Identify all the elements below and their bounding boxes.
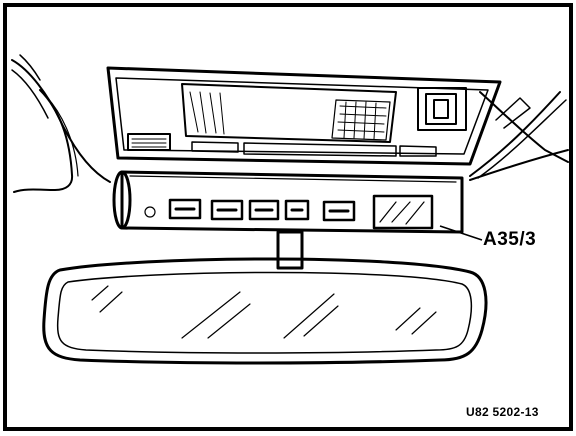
figure-border xyxy=(3,3,573,431)
callout-label: A35/3 xyxy=(483,229,537,250)
figure-reference: U82 5202-13 xyxy=(466,405,539,419)
leader-line xyxy=(439,225,483,241)
overhead-console-mirror-drawing xyxy=(11,54,569,365)
